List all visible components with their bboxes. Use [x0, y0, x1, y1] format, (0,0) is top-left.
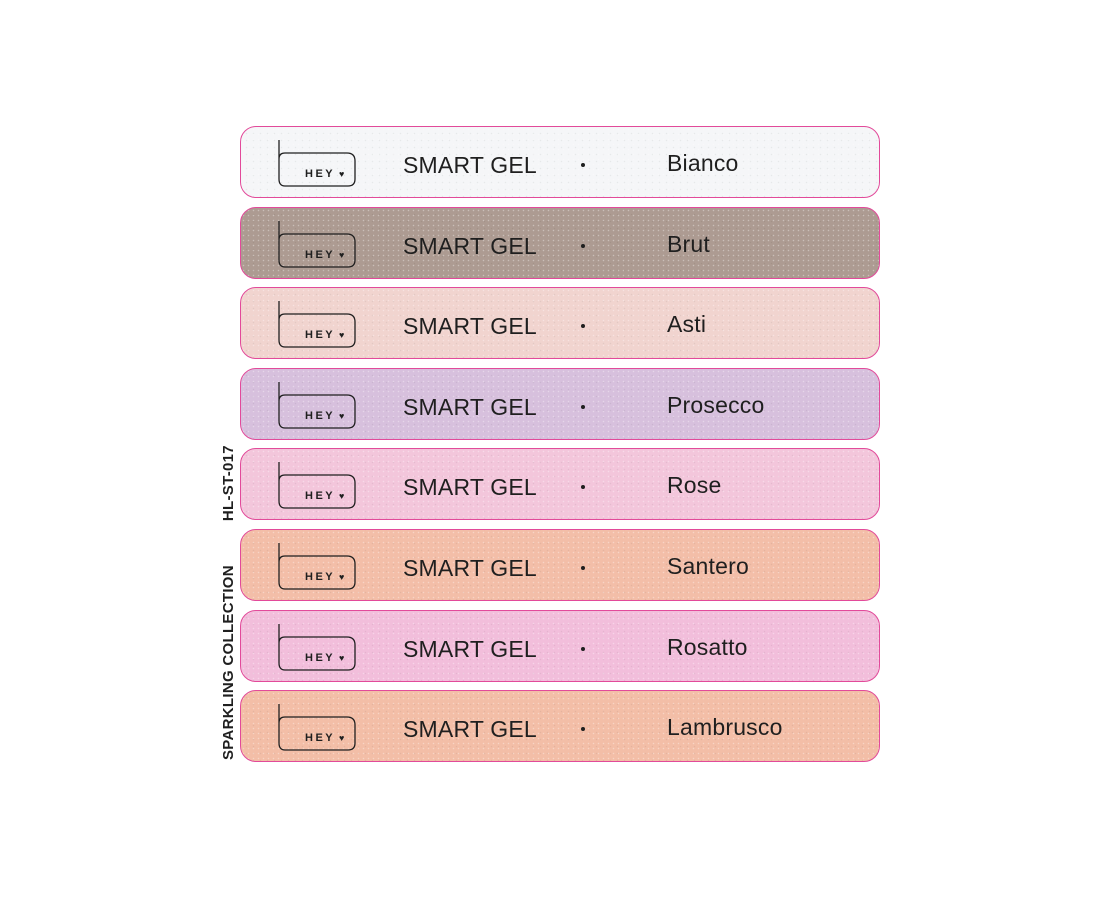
hey-logo: HEY ♥ — [277, 461, 357, 510]
heart-icon: ♥ — [339, 169, 345, 179]
separator-dot — [581, 404, 585, 409]
separator-dot — [581, 565, 585, 570]
product-name: SMART GEL — [403, 232, 537, 259]
collection-name: SPARKLING COLLECTION — [219, 565, 237, 760]
separator-dot — [581, 243, 585, 248]
hey-logo: HEY ♥ — [277, 623, 357, 671]
logo-text: HEY — [305, 651, 336, 664]
hey-logo: HEY ♥ — [277, 381, 357, 429]
shade-name: Bianco — [667, 150, 739, 176]
color-swatch-brut: HEY ♥ SMART GEL Brut — [240, 206, 880, 279]
speech-bubble-icon — [278, 381, 356, 429]
shade-name: Lambrusco — [667, 714, 783, 741]
product-name: SMART GEL — [403, 393, 537, 420]
logo-text: HEY — [305, 732, 336, 745]
product-name: SMART GEL — [403, 716, 537, 743]
speech-bubble-icon — [278, 704, 356, 751]
color-swatch-rosatto: HEY ♥ SMART GEL Rosatto — [240, 609, 880, 682]
shade-name: Rose — [667, 472, 722, 499]
shade-name: Asti — [667, 311, 707, 338]
logo-text: HEY — [305, 570, 336, 583]
speech-bubble-icon — [278, 623, 356, 671]
product-name: SMART GEL — [403, 152, 537, 178]
product-name: SMART GEL — [403, 635, 537, 662]
heart-icon: ♥ — [339, 330, 345, 341]
speech-bubble-icon — [278, 542, 356, 590]
separator-dot — [581, 324, 585, 329]
color-swatch-lambrusco: HEY ♥ SMART GEL Lambrusco — [240, 690, 880, 763]
hey-logo: HEY ♥ — [277, 542, 357, 590]
separator-dot — [581, 646, 585, 651]
color-swatch-santero: HEY ♥ SMART GEL Santero — [240, 528, 880, 601]
logo-text: HEY — [305, 409, 336, 422]
logo-text: HEY — [305, 168, 336, 180]
hey-logo: HEY ♥ — [277, 703, 357, 751]
heart-icon: ♥ — [339, 410, 345, 421]
color-swatch-rose: HEY ♥ SMART GEL Rose — [240, 448, 880, 521]
heart-icon: ♥ — [339, 571, 345, 582]
shade-name: Rosatto — [667, 633, 748, 660]
speech-bubble-icon — [278, 462, 356, 510]
heart-icon: ♥ — [339, 491, 345, 502]
product-name: SMART GEL — [403, 474, 537, 501]
product-name: SMART GEL — [403, 554, 537, 581]
separator-dot — [581, 485, 585, 490]
color-swatch-bianco: HEY ♥ SMART GEL Bianco — [240, 126, 880, 198]
speech-bubble-icon — [278, 220, 356, 268]
shade-name: Brut — [667, 230, 710, 257]
separator-dot — [581, 727, 585, 732]
shade-name: Santero — [667, 552, 749, 579]
heart-icon: ♥ — [339, 249, 345, 260]
speech-bubble-icon — [278, 301, 356, 348]
logo-text: HEY — [305, 329, 336, 342]
color-swatch-asti: HEY ♥ SMART GEL Asti — [240, 287, 880, 360]
color-swatch-prosecco: HEY ♥ SMART GEL Prosecco — [240, 367, 880, 440]
logo-text: HEY — [305, 248, 336, 261]
speech-bubble-icon — [278, 140, 356, 187]
heart-icon: ♥ — [339, 652, 345, 663]
separator-dot — [581, 163, 585, 167]
swatch-list: HEY ♥ SMART GEL Bianco HEY ♥ SMART GEL B… — [240, 126, 880, 771]
heart-icon: ♥ — [339, 733, 345, 744]
hey-logo: HEY ♥ — [277, 300, 357, 348]
product-name: SMART GEL — [403, 313, 537, 340]
hey-logo: HEY ♥ — [277, 220, 357, 268]
collection-code: HL-ST-017 — [219, 445, 237, 522]
logo-text: HEY — [305, 490, 336, 503]
hey-logo: HEY ♥ — [277, 139, 357, 187]
shade-name: Prosecco — [667, 391, 765, 418]
